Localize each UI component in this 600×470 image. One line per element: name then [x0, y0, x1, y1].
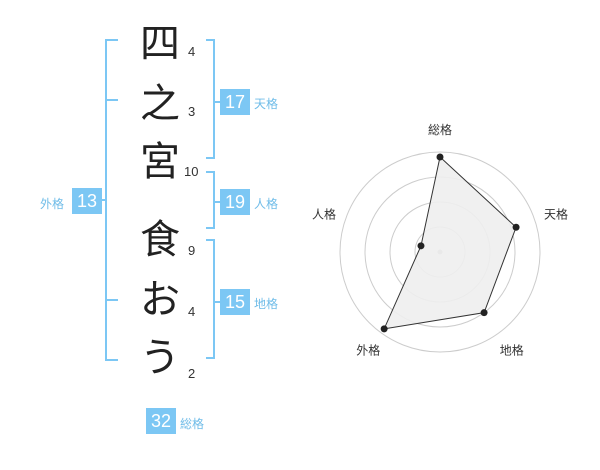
gaikaku-badge: 13 [72, 188, 102, 214]
tenkaku-badge: 17 [220, 89, 250, 115]
name-char-4: 食 [140, 217, 180, 263]
radar-axis-label-4: 外格 [356, 343, 380, 358]
name-char-6: う [140, 335, 180, 381]
jinkaku-label: 人格 [254, 197, 279, 211]
name-char-2: 之 [140, 81, 180, 127]
stroke-count-6: 2 [188, 366, 196, 381]
radar-axis-label-2: 天格 [544, 206, 568, 221]
chikaku-badge: 15 [220, 289, 250, 315]
radar-series-area [383, 156, 517, 330]
radar-axis-label-5: 人格 [312, 206, 336, 221]
radar-point-5 [417, 242, 425, 250]
gaikaku-label: 外格 [40, 197, 65, 211]
tenkaku-label: 天格 [254, 97, 279, 111]
radar-point-1 [436, 153, 444, 161]
soukaku-badge: 32 [146, 408, 176, 434]
stroke-count-2: 3 [188, 104, 196, 119]
radar-point-2 [512, 223, 520, 231]
stroke-count-5: 4 [188, 304, 196, 319]
radar-axis-label-1: 総格 [428, 122, 452, 137]
radar-ring [339, 151, 541, 353]
stroke-count-3: 10 [184, 164, 199, 179]
stroke-count-4: 9 [188, 243, 196, 258]
name-char-5: お [140, 277, 180, 323]
name-char-1: 四 [140, 21, 180, 67]
stroke-count-1: 4 [188, 44, 196, 59]
radar-axis-label-3: 地格 [500, 343, 524, 358]
radar-point-3 [480, 309, 488, 317]
name-char-3: 宮 [140, 139, 180, 185]
jinkaku-badge: 19 [220, 189, 250, 215]
radar-point-4 [380, 325, 388, 333]
soukaku-label: 総格 [180, 417, 205, 431]
chikaku-label: 地格 [254, 297, 279, 311]
